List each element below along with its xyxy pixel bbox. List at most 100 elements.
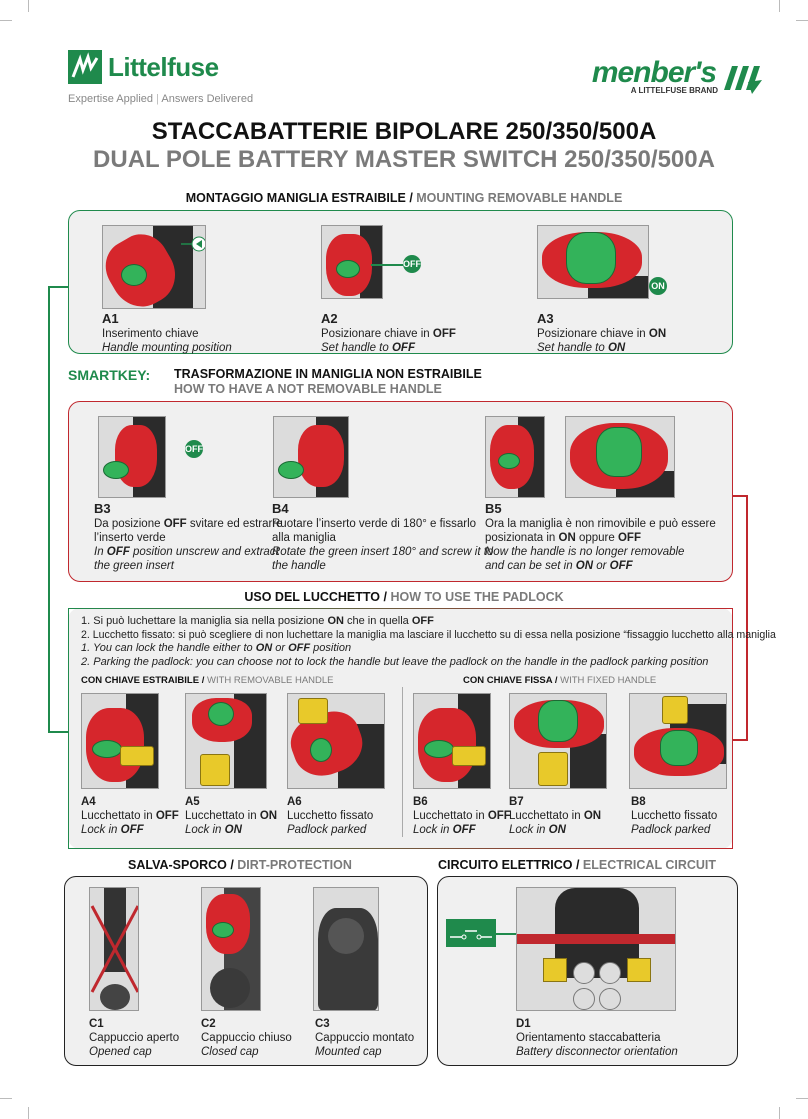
photo-b5a bbox=[485, 416, 545, 498]
step-code: B6 bbox=[413, 796, 428, 808]
step-en: Mounted cap bbox=[315, 1046, 382, 1058]
step-it-bold: OFF bbox=[432, 328, 456, 340]
padlock-sub-left: CON CHIAVE ESTRAIBILE / WITH REMOVABLE H… bbox=[81, 675, 334, 686]
label-c2: C2 Cappuccio chiuso Closed cap bbox=[201, 1017, 292, 1059]
step-code: A1 bbox=[102, 311, 119, 326]
step-code: D1 bbox=[516, 1018, 531, 1030]
title-english: DUAL POLE BATTERY MASTER SWITCH 250/350/… bbox=[93, 146, 715, 173]
header-en: DIRT-PROTECTION bbox=[237, 858, 352, 872]
crop-mark bbox=[779, 1107, 780, 1119]
step-en: Lock in bbox=[185, 824, 225, 836]
smartkey-title-it: TRASFORMAZIONE IN MANIGLIA NON ESTRAIBIL… bbox=[174, 367, 482, 381]
step-en: Lock in bbox=[413, 824, 453, 836]
cross-icon bbox=[90, 905, 138, 993]
step-code: A2 bbox=[321, 311, 338, 326]
header-it: MONTAGGIO MANIGLIA ESTRAIBILE bbox=[185, 191, 406, 205]
step-it-bold: OFF bbox=[163, 518, 187, 530]
sub-en: WITH FIXED HANDLE bbox=[560, 675, 657, 686]
step-en-bold: ON bbox=[575, 560, 594, 572]
crop-mark bbox=[779, 0, 780, 12]
label-a6: A6 Lucchetto fissato Padlock parked bbox=[287, 795, 373, 837]
connector-line-red bbox=[733, 739, 748, 741]
badge-on: ON bbox=[649, 277, 667, 295]
header-en: MOUNTING REMOVABLE HANDLE bbox=[416, 191, 623, 205]
step-it: Cappuccio chiuso bbox=[201, 1032, 292, 1044]
step-it: Ora la maniglia è non rimovibile e può e… bbox=[485, 518, 716, 530]
padlock-panel: 1. Si può luchettare la maniglia sia nel… bbox=[68, 608, 776, 849]
step-code: C1 bbox=[89, 1018, 104, 1030]
header-en: HOW TO USE THE PADLOCK bbox=[390, 590, 564, 604]
photo-c1 bbox=[89, 887, 139, 1011]
connector-line-red bbox=[746, 495, 748, 740]
photo-a6 bbox=[287, 693, 385, 789]
label-b3: B3 Da posizione OFF svitare ed estrarre … bbox=[94, 501, 283, 573]
step-it-bold: ON bbox=[558, 532, 576, 544]
step-code: B4 bbox=[272, 501, 289, 516]
step-it-bold: ON bbox=[583, 810, 602, 822]
step-it: Lucchetto fissato bbox=[287, 810, 374, 822]
label-a3: A3 Posizionare chiave in ON Set handle t… bbox=[537, 311, 666, 355]
label-c3: C3 Cappuccio montato Mounted cap bbox=[315, 1017, 414, 1059]
step-code: A4 bbox=[81, 796, 96, 808]
photo-b3 bbox=[98, 416, 166, 498]
padlock-notes: 1. Si può luchettare la maniglia sia nel… bbox=[81, 615, 776, 669]
note-bold: ON bbox=[327, 615, 344, 627]
photo-b4 bbox=[273, 416, 349, 498]
label-a1: A1 Inserimento chiave Handle mounting po… bbox=[102, 311, 232, 355]
step-it: Cappuccio aperto bbox=[89, 1032, 180, 1044]
photo-d1 bbox=[516, 887, 676, 1011]
header-it: CIRCUITO ELETTRICO bbox=[438, 858, 573, 872]
arrow-line bbox=[371, 264, 403, 266]
photo-c2 bbox=[201, 887, 261, 1011]
circuit-panel: D1 Orientamento staccabatteria Battery d… bbox=[437, 876, 738, 1066]
step-en: In bbox=[94, 546, 107, 558]
badge-off: OFF bbox=[185, 440, 203, 458]
sub-sep: / bbox=[552, 675, 561, 686]
header-it: USO DEL LUCCHETTO bbox=[244, 590, 381, 604]
menbers-mark-icon bbox=[724, 66, 762, 94]
step-en: and can be set in bbox=[485, 560, 576, 572]
step-code: C3 bbox=[315, 1018, 330, 1030]
photo-b6 bbox=[413, 693, 491, 789]
step-en: Padlock parked bbox=[631, 824, 711, 836]
smartkey-panel: OFF B3 Da posizione OFF svitare ed estra… bbox=[68, 401, 733, 582]
photo-a5 bbox=[185, 693, 267, 789]
badge-off: OFF bbox=[403, 255, 421, 273]
step-code: B3 bbox=[94, 501, 111, 516]
photo-a4 bbox=[81, 693, 159, 789]
step-en: the handle bbox=[272, 560, 326, 572]
photo-c3 bbox=[313, 887, 379, 1011]
note-text: 2. Parking the padlock: you can choose n… bbox=[81, 655, 709, 668]
step-en-bold: OFF bbox=[452, 824, 476, 836]
dirt-panel: C1 Cappuccio aperto Opened cap C2 Cappuc… bbox=[64, 876, 428, 1066]
label-c1: C1 Cappuccio aperto Opened cap bbox=[89, 1017, 179, 1059]
header-sep: / bbox=[380, 590, 391, 604]
menbers-sub: A LITTELFUSE BRAND bbox=[630, 86, 718, 95]
section-mounting-header: MONTAGGIO MANIGLIA ESTRAIBILE / MOUNTING… bbox=[0, 191, 808, 205]
step-en: Handle mounting position bbox=[102, 342, 232, 354]
sub-en: WITH REMOVABLE HANDLE bbox=[206, 675, 334, 686]
connector-line-green bbox=[48, 286, 50, 732]
photo-b7 bbox=[509, 693, 607, 789]
step-it: Lucchettato in bbox=[413, 810, 488, 822]
step-en-bold: ON bbox=[224, 824, 242, 836]
note-text: or bbox=[272, 642, 289, 654]
connector-line bbox=[496, 933, 516, 935]
step-it: Lucchetto fissato bbox=[631, 810, 718, 822]
photo-a2 bbox=[321, 225, 383, 299]
step-en: Set handle to bbox=[537, 342, 608, 354]
step-it: Posizionare chiave in bbox=[321, 328, 433, 340]
step-it: Lucchettato in bbox=[509, 810, 584, 822]
switch-symbol-icon bbox=[450, 930, 492, 940]
sub-sep: / bbox=[199, 675, 207, 686]
step-en-bold: ON bbox=[607, 342, 626, 354]
section-circuit-header: CIRCUITO ELETTRICO / ELECTRICAL CIRCUIT bbox=[438, 858, 716, 872]
note-text: position bbox=[310, 642, 352, 654]
section-padlock-header: USO DEL LUCCHETTO / HOW TO USE THE PADLO… bbox=[0, 590, 808, 604]
header-it: SALVA-SPORCO bbox=[128, 858, 227, 872]
crop-mark bbox=[28, 1107, 29, 1119]
step-en-bold: OFF bbox=[120, 824, 144, 836]
label-b6: B6 Lucchettato in OFF Lock in OFF bbox=[413, 795, 511, 837]
padlock-divider bbox=[402, 687, 403, 837]
step-en-bold: OFF bbox=[106, 546, 130, 558]
